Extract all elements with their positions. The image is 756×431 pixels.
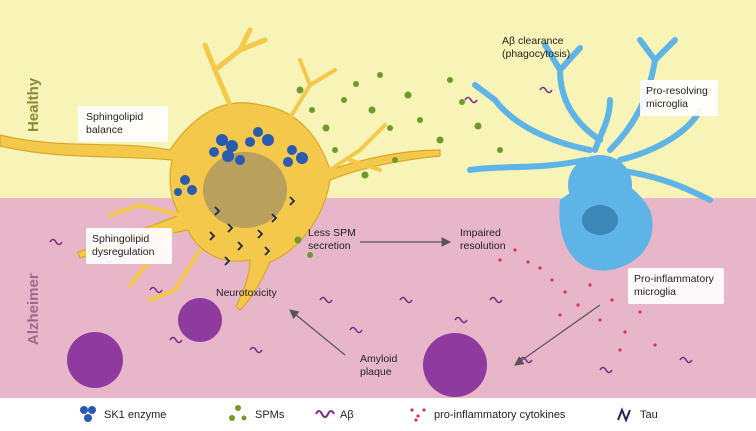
- sphingolipid-balance-box: [78, 106, 168, 142]
- alzheimer-label: Alzheimer: [25, 273, 42, 345]
- cytokine-icon: [410, 408, 426, 422]
- cytokines: [498, 248, 657, 352]
- pro-inflammatory-box: [628, 268, 724, 304]
- legend-band: [0, 398, 756, 431]
- spm-particles: [294, 72, 503, 258]
- pro-inflammatory-microglia: [559, 180, 653, 271]
- amyloid-plaques: [67, 298, 487, 397]
- neuron-nucleus: [203, 152, 287, 228]
- sphingolipid-dysregulation-box: [86, 228, 172, 264]
- sk1-enzyme-icon: [80, 406, 96, 422]
- neurotoxicity-label: Neurotoxicity: [216, 287, 277, 299]
- healthy-label: Healthy: [25, 77, 42, 132]
- pro-resolving-box: [640, 80, 718, 116]
- sk1-enzyme-cluster: [174, 127, 308, 196]
- amyloid-beta-icon: [315, 410, 335, 418]
- ab-clearance-label: Aβ clearance(phagocytosis): [502, 35, 570, 60]
- tau-icon: [617, 407, 631, 423]
- neuron: [0, 27, 441, 311]
- legend-label-abeta: Aβ: [340, 409, 354, 421]
- legend-label-spm: SPMs: [255, 409, 285, 421]
- legend: SK1 enzyme SPMs Aβ pro-inflammatory cyto…: [80, 405, 658, 423]
- legend-label-cytokines: pro-inflammatory cytokines: [434, 409, 566, 421]
- spm-icon: [229, 405, 247, 421]
- legend-label-tau: Tau: [640, 409, 658, 421]
- legend-label-sk1: SK1 enzyme: [104, 409, 166, 421]
- tau-tangles: [209, 196, 296, 266]
- arrows: [289, 237, 601, 366]
